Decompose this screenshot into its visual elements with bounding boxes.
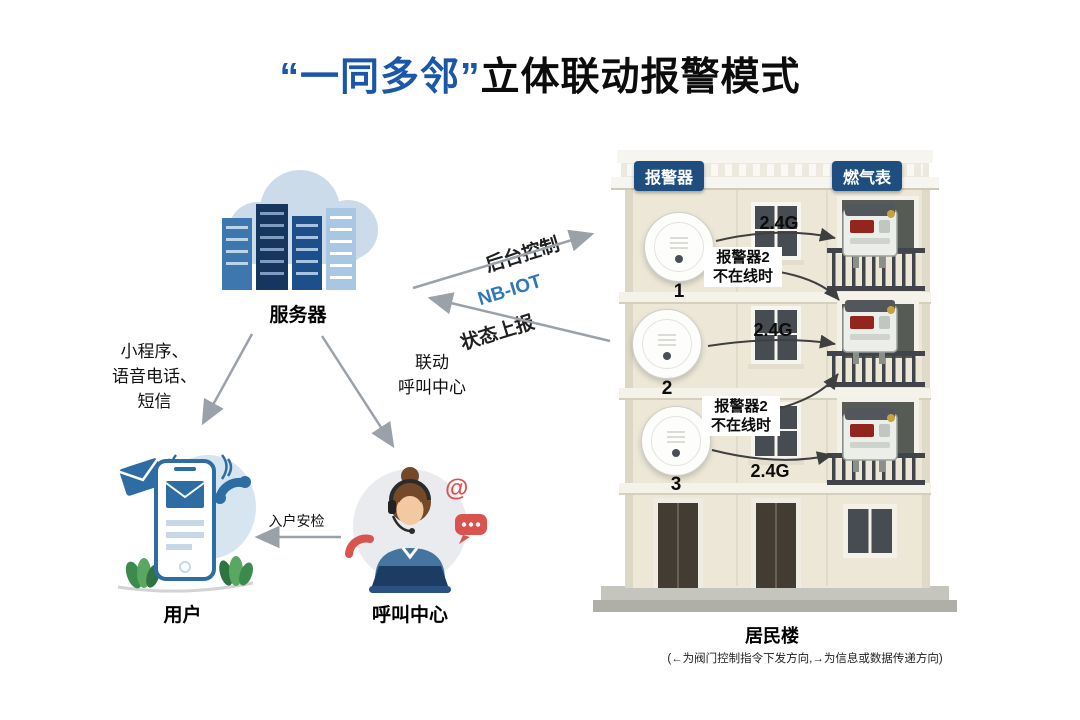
- notify-line-3: 短信: [137, 392, 172, 411]
- balcony-railing-floor2: [827, 351, 925, 387]
- fallback-line-2: 不在线时: [710, 417, 771, 434]
- alarm-number-3: 3: [670, 474, 682, 495]
- home-inspection-label: 入户安检: [268, 513, 325, 529]
- alarm-badge: 报警器: [634, 161, 704, 191]
- fallback-line-1: 报警器2: [714, 398, 768, 415]
- notify-methods-text: 小程序、 语音电话、 短信: [82, 339, 227, 414]
- building-label: 居民楼: [745, 626, 799, 646]
- fallback-line-1: 报警器2: [716, 249, 770, 266]
- server-illustration: [222, 170, 378, 290]
- ground-window: [843, 504, 897, 558]
- envelope-icon: [118, 458, 165, 496]
- at-icon: @: [445, 475, 468, 502]
- alarm-vents: [670, 241, 688, 244]
- phone-handset-icon: [214, 476, 251, 504]
- headset-icon: [388, 479, 431, 534]
- link-24g-floor2: 2.4G: [753, 320, 793, 340]
- laptop-icon: [369, 566, 451, 593]
- smartphone-icon: [154, 459, 216, 581]
- call-center-label: 呼叫中心: [371, 605, 448, 626]
- window-floor2: [748, 306, 804, 369]
- entrance-doors: [653, 498, 801, 588]
- user-label: 用户: [163, 605, 202, 626]
- ground-line: [117, 581, 254, 593]
- page-title: “一同多邻”立体联动报警模式: [0, 46, 1080, 102]
- alarm-device-1: [644, 212, 714, 282]
- alarm-vents: [658, 338, 676, 341]
- title-highlight: “一同多邻”: [279, 56, 481, 99]
- call-center-illustration: @: [345, 467, 487, 593]
- linkage-line-2: 呼叫中心: [398, 378, 466, 397]
- linkage-line-1: 联动: [415, 353, 449, 372]
- gas-meter-floor2: [842, 300, 898, 364]
- server-label: 服务器: [269, 305, 327, 326]
- legend-footnote: (←为阀门控制指令下发方向,→为信息或数据传递方向): [667, 653, 943, 665]
- notify-line-1: 小程序、: [120, 342, 189, 361]
- alarm-number-2: 2: [661, 378, 673, 399]
- notify-line-2: 语音电话、: [112, 367, 197, 386]
- alarm-device-2: [632, 309, 702, 379]
- alarm-device-3: [641, 406, 711, 476]
- meter-badge: 燃气表: [832, 161, 902, 191]
- server-rack-icon: [222, 204, 356, 290]
- background-circle: [353, 469, 467, 583]
- alarm-vents: [667, 435, 685, 438]
- agent-figure: [369, 467, 451, 593]
- gas-meter-floor3: [842, 408, 898, 472]
- link-24g-floor1: 2.4G: [759, 213, 799, 233]
- red-phone-icon: [345, 534, 374, 558]
- gas-meter-floor1: [842, 204, 898, 268]
- fallback-note-floor1: 报警器2 不在线时: [704, 247, 782, 287]
- fallback-line-2: 不在线时: [712, 268, 773, 285]
- linkage-text: 联动 呼叫中心: [372, 350, 492, 400]
- link-24g-floor3: 2.4G: [750, 461, 790, 481]
- alarm-number-1: 1: [673, 281, 685, 302]
- title-rest: 立体联动报警模式: [480, 56, 801, 99]
- chat-bubble-icon: [455, 514, 487, 544]
- building-base: [593, 586, 957, 612]
- user-illustration: [117, 454, 256, 593]
- fallback-note-floor3: 报警器2 不在线时: [702, 396, 780, 436]
